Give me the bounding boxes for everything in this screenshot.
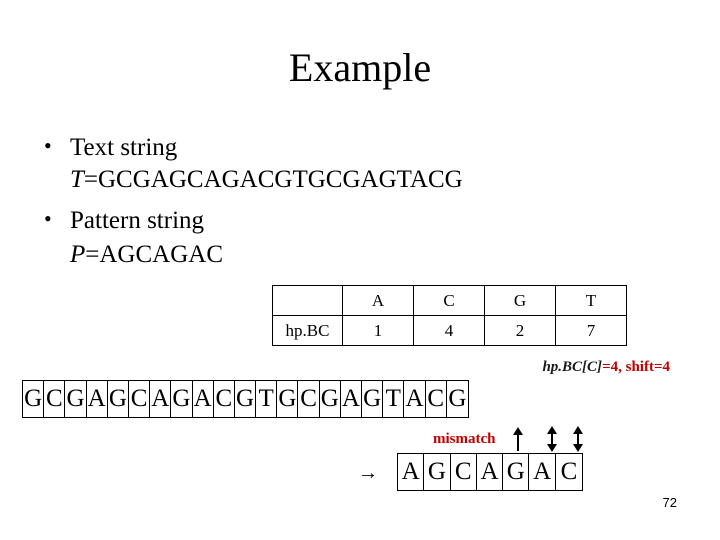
text-char-cell: C: [298, 381, 320, 417]
text-char-cell: T: [383, 381, 405, 417]
text-char-cell: A: [404, 381, 426, 417]
alignment-arrows: [513, 426, 583, 452]
pattern-char-cell: A: [477, 454, 504, 490]
mismatch-up-arrow-icon: [513, 427, 523, 451]
slide-title: Example: [288, 45, 432, 90]
text-char-cell: G: [362, 381, 384, 417]
pattern-char-cell: C: [451, 454, 477, 490]
shift-note-ref: hp.BC[C]: [542, 359, 603, 375]
table-row-label: hp.BC: [272, 315, 343, 346]
match-double-arrow-icon: [573, 426, 583, 452]
table-row: hp.BC 1 4 2 7: [272, 315, 627, 346]
table-cell: 2: [484, 315, 556, 346]
table-cell: 7: [555, 315, 627, 346]
text-char-cell: A: [341, 381, 362, 417]
text-char-cell: G: [65, 381, 87, 417]
text-value: =GCGAGCAGACGTGCGAGTACG: [83, 166, 463, 193]
text-char-cell: T: [256, 381, 278, 417]
bad-character-table: A C G T hp.BC 1 4 2 7: [272, 285, 627, 346]
pattern-char-cell: A: [529, 454, 556, 490]
text-string-value: T=GCGAGCAGACGTGCGAGTACG: [70, 165, 463, 195]
mismatch-label: mismatch: [433, 431, 496, 447]
text-char-cell: C: [44, 381, 66, 417]
pattern-value: =AGCAGAC: [85, 241, 224, 268]
text-char-cell: A: [87, 381, 108, 417]
shift-note: hp.BC[C]=4, shift=4: [542, 359, 670, 376]
table-header-cell: G: [484, 285, 556, 316]
page-number: 72: [662, 495, 677, 510]
pattern-char-cell: C: [560, 458, 578, 485]
pattern-char-cell: G: [424, 454, 451, 490]
text-char-cell: C: [129, 381, 151, 417]
table-header-cell: A: [342, 285, 414, 316]
arrow-right-icon: →: [358, 462, 378, 484]
text-char-cell: G: [23, 381, 45, 417]
text-char-cell: A: [150, 381, 172, 417]
table-cell: 4: [413, 315, 485, 346]
pattern-char-cell: G: [503, 454, 530, 490]
text-char-cell: G: [235, 381, 257, 417]
table-cell: 1: [342, 315, 414, 346]
table-corner-cell: [272, 285, 343, 316]
table-header-cell: C: [413, 285, 485, 316]
match-double-arrow-icon: [547, 426, 557, 452]
pattern-char-cell: A: [398, 454, 425, 490]
text-char-cell: G: [277, 381, 299, 417]
text-char-cell: A: [193, 381, 214, 417]
text-char-cell: C: [426, 381, 447, 417]
text-char-cell: G: [320, 381, 341, 417]
text-char-cell: G: [108, 381, 129, 417]
bullet-marker: •: [44, 133, 52, 158]
text-char-cell: G: [448, 385, 467, 412]
shift-note-rest: =4, shift=4: [602, 359, 670, 375]
bullet-marker: •: [44, 206, 52, 231]
text-variable: T: [70, 166, 84, 193]
table-header-cell: T: [555, 285, 627, 316]
pattern-string-label: Pattern string: [70, 207, 205, 234]
pattern-variable: P: [70, 241, 86, 268]
table-header-row: A C G T: [272, 285, 627, 316]
pattern-string-value: P=AGCAGAC: [70, 240, 223, 270]
text-char-cell: G: [171, 381, 193, 417]
text-string-label: Text string: [70, 134, 178, 161]
text-char-cell: C: [214, 381, 235, 417]
